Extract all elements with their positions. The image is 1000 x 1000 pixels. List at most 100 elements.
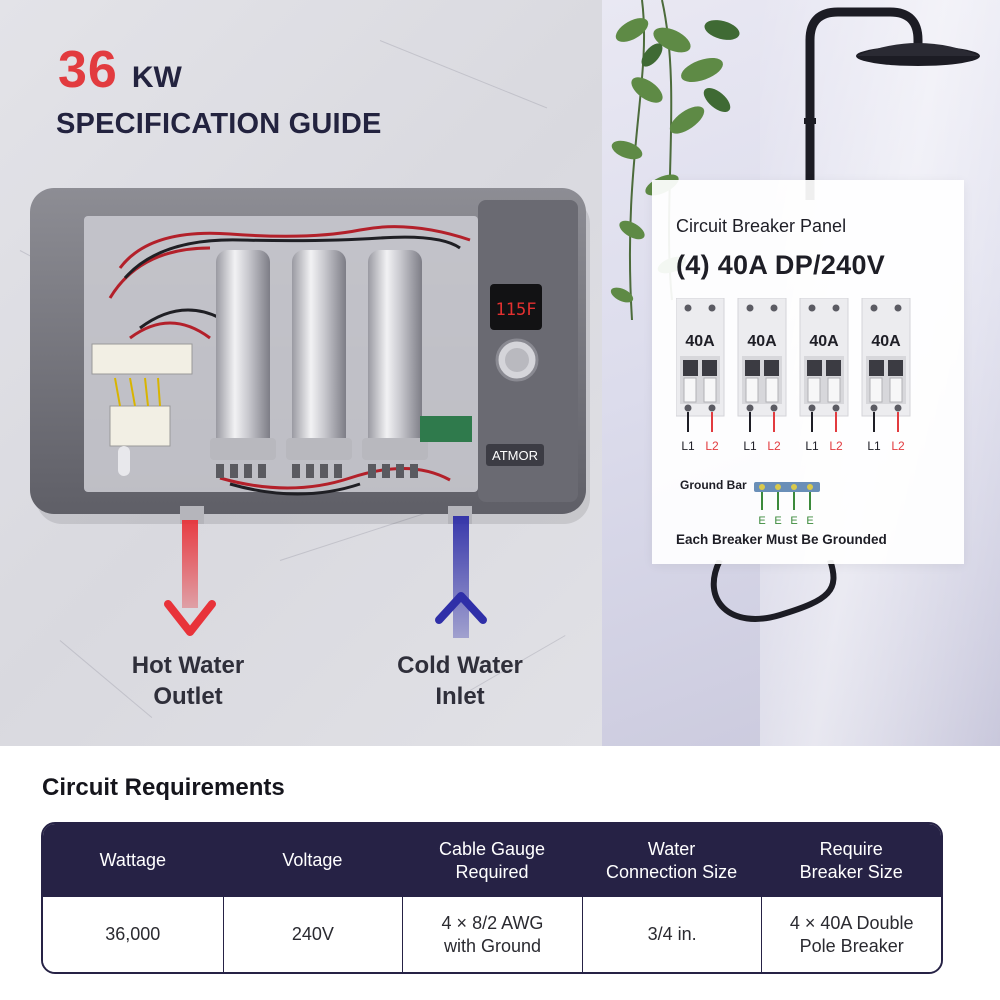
ground-bar-label: Ground Bar: [680, 478, 747, 492]
breaker-panel-card: Circuit Breaker Panel (4) 40A DP/240V 40…: [652, 180, 964, 564]
breaker-l2-label: L2: [829, 439, 843, 453]
ground-screw-icon: [791, 484, 797, 490]
power-unit: KW: [131, 61, 182, 94]
breaker-toggle: [703, 377, 717, 403]
breaker-rating: 40A: [685, 333, 715, 350]
screw-icon: [894, 404, 902, 412]
table-cell: 240V: [222, 897, 403, 972]
water-heater-image: 115F ATMOR: [30, 188, 590, 524]
power-value: 36: [58, 41, 118, 99]
cold-water-label-line2: Inlet: [435, 683, 485, 710]
hot-water-label: Hot Water Outlet: [88, 650, 288, 712]
power-rating: 36 KW: [58, 40, 182, 100]
heater-display-text: 115F: [496, 300, 537, 320]
requirements-title: Circuit Requirements: [42, 774, 285, 801]
hero-banner: 36 KW SPECIFICATION GUIDE: [0, 0, 1000, 746]
table-cell-text: 4 × 40A Double: [789, 912, 914, 933]
breaker-panel-title: Circuit Breaker Panel: [676, 216, 847, 236]
table-header-cell: Wattage: [43, 824, 223, 897]
screw-icon: [832, 404, 840, 412]
ground-mark: E: [806, 515, 813, 527]
page-title: SPECIFICATION GUIDE: [56, 108, 382, 140]
breaker-rating: 40A: [747, 333, 777, 350]
breaker-handle: [764, 360, 779, 376]
screw-icon: [808, 404, 816, 412]
plant-image: [610, 0, 740, 320]
table-cell: 36,000: [43, 897, 223, 972]
breaker-handle: [745, 360, 760, 376]
breaker-toggle: [889, 377, 903, 403]
marble-vein: [379, 40, 548, 109]
hose-image: [710, 560, 837, 622]
breaker-l1-label: L1: [681, 439, 695, 453]
screw-icon: [684, 304, 692, 312]
breaker-handle: [888, 360, 903, 376]
screw-icon: [894, 304, 902, 312]
breaker-handle: [683, 360, 698, 376]
breaker-rating: 40A: [809, 333, 839, 350]
breaker-l2-label: L2: [705, 439, 719, 453]
ground-mark: E: [758, 515, 765, 527]
cold-water-label: Cold Water Inlet: [360, 650, 560, 712]
breaker-handle: [869, 360, 884, 376]
table-cell-text: 3/4 in.: [647, 924, 697, 944]
table-header-text: Require: [819, 838, 883, 859]
table-header-text: Breaker Size: [799, 861, 903, 882]
screw-icon: [708, 304, 716, 312]
hot-water-label-line1: Hot Water: [131, 652, 245, 679]
hot-water-arrow: [164, 520, 216, 636]
breaker-l1-label: L1: [743, 439, 757, 453]
ground-mark: E: [774, 515, 781, 527]
ground-screw-icon: [807, 484, 813, 490]
screw-icon: [808, 304, 816, 312]
breaker-l2-label: L2: [767, 439, 781, 453]
breaker-toggle: [869, 377, 883, 403]
ground-note: Each Breaker Must Be Grounded: [676, 532, 887, 547]
ground-screw-icon: [775, 484, 781, 490]
breaker-toggle: [807, 377, 821, 403]
screw-icon: [684, 404, 692, 412]
screw-icon: [708, 404, 716, 412]
breaker-handle: [702, 360, 717, 376]
breaker-toggle: [745, 377, 759, 403]
table-header-text: Required: [455, 861, 529, 882]
screw-icon: [870, 404, 878, 412]
breaker-panel-spec: (4) 40A DP/240V: [676, 250, 886, 280]
breaker-l1-label: L1: [867, 439, 881, 453]
shower-image: [804, 7, 980, 200]
table-cell-text: 4 × 8/2 AWG: [441, 912, 544, 933]
table-cell-text: Pole Breaker: [799, 935, 904, 956]
breaker-4: 40A L1 L2: [861, 298, 911, 453]
screw-icon: [746, 404, 754, 412]
breaker-rating: 40A: [871, 333, 901, 350]
screw-icon: [870, 304, 878, 312]
table-header-cell: Voltage: [222, 824, 403, 897]
ground-bar-rail: [754, 482, 820, 492]
heater-brand-text: ATMOR: [492, 448, 538, 463]
screw-icon: [770, 404, 778, 412]
breaker-l2-label: L2: [891, 439, 905, 453]
breaker-handle: [826, 360, 841, 376]
ground-mark: E: [790, 515, 797, 527]
breaker-1: 40A L1 L2: [676, 298, 725, 453]
table-cell: 3/4 in.: [581, 897, 762, 972]
table-cell-text: with Ground: [443, 935, 542, 956]
cold-water-arrow: [435, 516, 487, 638]
table-header-text: Voltage: [282, 850, 343, 870]
table-header-text: Water: [647, 838, 696, 859]
table-header-text: Wattage: [99, 850, 166, 870]
screw-icon: [832, 304, 840, 312]
breaker-toggle: [765, 377, 779, 403]
breaker-handle: [807, 360, 822, 376]
table-header-text: Cable Gauge: [438, 838, 546, 859]
table-cell-text: 240V: [291, 924, 334, 944]
